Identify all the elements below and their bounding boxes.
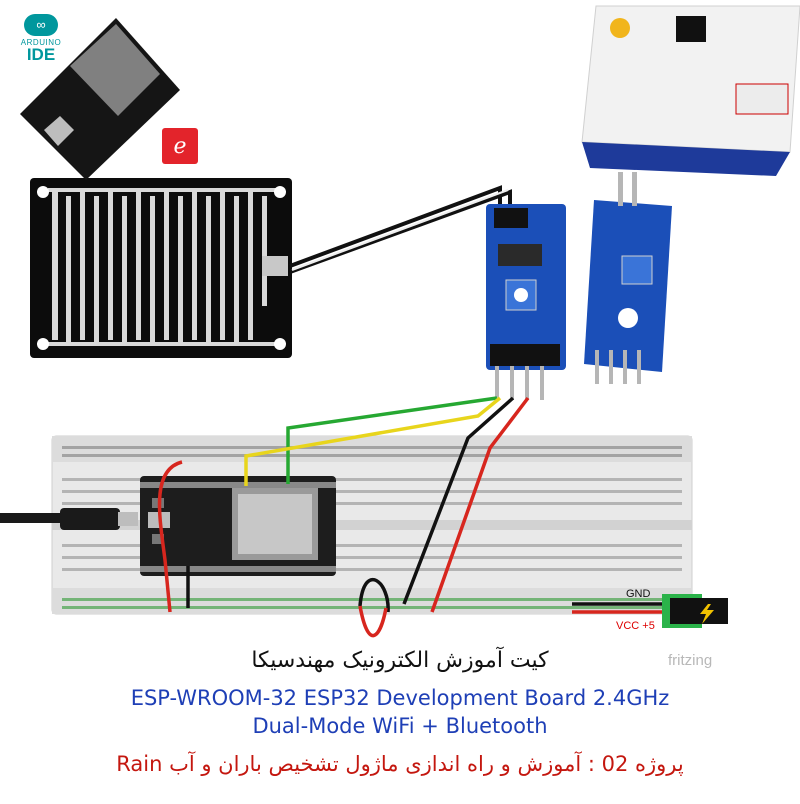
arduino-infinity-icon: ∞: [24, 14, 58, 36]
module-output-header: [490, 344, 560, 366]
mount-hole: [37, 338, 49, 350]
gnd-label: GND: [626, 588, 651, 600]
arduino-ide-logo: ∞ ARDUINO IDE: [18, 14, 64, 63]
sensor-wires: [289, 185, 512, 274]
arduino-ide-logo-bottom: IDE: [26, 45, 56, 64]
rain-sensor-plate: [30, 178, 292, 358]
power-jack: [662, 594, 728, 628]
english-title-line1: ESP-WROOM-32 ESP32 Development Board 2.4…: [130, 686, 670, 710]
breadboard-holes: [62, 446, 682, 571]
arduino-ide-logo-top: ARDUINO: [20, 38, 62, 47]
boot-button: [152, 534, 164, 544]
persian-title: کیت آموزش الکترونیک مهندسیکا: [251, 648, 549, 673]
module-input-header: [494, 208, 528, 228]
lm393-module-angled: [584, 172, 672, 384]
fritzing-watermark: fritzing: [668, 652, 713, 669]
esp32-board: [140, 476, 336, 576]
mount-hole: [37, 186, 49, 198]
project-line: پروژه 02 : آموزش و راه اندازی ماژول تشخی…: [116, 752, 684, 776]
english-title-line2: Dual-Mode WiFi + Bluetooth: [252, 714, 548, 738]
potentiometer: [505, 279, 537, 311]
kit-box-photo: [581, 5, 800, 176]
rain-sensor-traces: [48, 188, 276, 346]
usb-cable-icon: [0, 508, 138, 530]
jumper-wires: [157, 396, 668, 638]
mount-hole: [274, 338, 286, 350]
lm393-module: [486, 204, 566, 400]
espressif-logo-icon: ℯ: [162, 128, 198, 164]
vcc-label: VCC +5: [616, 620, 655, 632]
esp32-photo: [20, 18, 180, 180]
sensor-pads: [262, 256, 288, 276]
lm393-chip: [498, 244, 542, 266]
mount-hole: [274, 186, 286, 198]
